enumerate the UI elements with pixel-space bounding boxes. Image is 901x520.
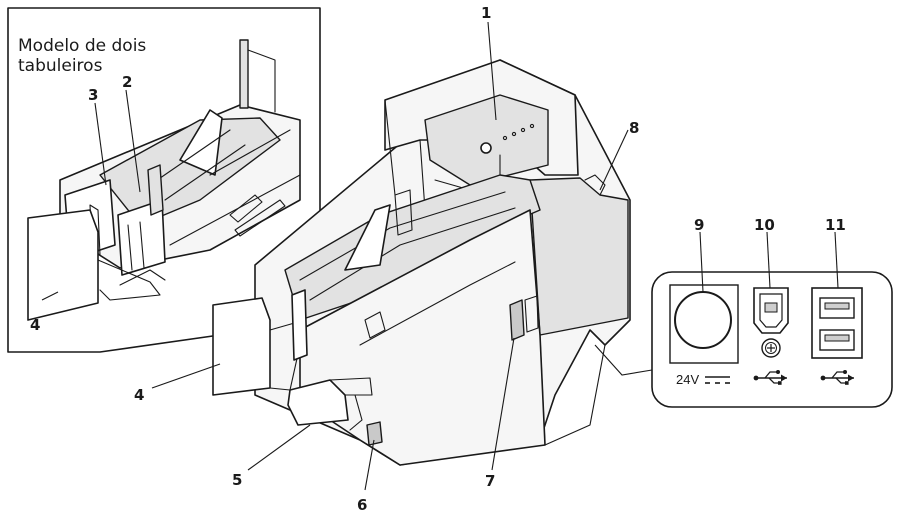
callout-2: 2 (122, 73, 132, 91)
callout-8: 8 (629, 119, 639, 137)
leader-6 (364, 439, 375, 491)
front-connector (366, 421, 383, 446)
exit-cover (212, 297, 271, 396)
power-button[interactable] (480, 142, 492, 154)
inset-two-tray-model: Modelo de dois tabuleiros (7, 7, 321, 353)
leader-7 (491, 337, 515, 471)
leader-3 (94, 102, 107, 186)
leader-11 (834, 231, 839, 289)
usb-icon (820, 370, 854, 385)
callout-10: 10 (754, 216, 775, 234)
callout-3: 3 (88, 86, 98, 104)
inset-paper-guide (179, 109, 223, 176)
callout-5: 5 (232, 471, 242, 489)
leader-2 (125, 89, 141, 193)
usb-a-ports (811, 287, 863, 359)
leader-10 (766, 231, 771, 289)
main-scanner (212, 59, 631, 466)
leader-8 (599, 129, 629, 191)
dc-voltage-icon (705, 376, 730, 384)
inset-exit-cover (27, 209, 99, 321)
callout-1: 1 (481, 4, 491, 22)
usb-icon (753, 370, 787, 385)
leader-9 (699, 231, 704, 293)
port-panel-pointer (594, 344, 653, 376)
callout-9: 9 (694, 216, 704, 234)
callout-4-inset: 4 (30, 316, 40, 334)
callout-4-main: 4 (134, 386, 144, 404)
side-cover (529, 177, 629, 336)
slot (509, 299, 525, 341)
power-jack (674, 291, 732, 349)
main-callouts: 1 8 9 10 11 4 5 6 7 (134, 4, 846, 514)
callout-7: 7 (485, 472, 495, 490)
callout-11: 11 (825, 216, 846, 234)
operation-panel (424, 94, 549, 186)
leader-1 (487, 21, 497, 121)
power-label: 24V (676, 372, 699, 387)
inset-title-line2: tabuleiros (18, 56, 103, 76)
leader-5 (247, 424, 311, 471)
inset-title-line1: Modelo de dois (18, 36, 146, 56)
ground-screw-icon (761, 338, 781, 358)
callout-6: 6 (357, 496, 367, 514)
paper-guide (344, 204, 391, 271)
inset-scanner (27, 39, 301, 321)
paper-path (284, 174, 541, 321)
usb-b-port (753, 287, 789, 334)
port-panel: 24V (594, 271, 893, 408)
leader-4-inset (41, 291, 59, 301)
leader-4-main (151, 363, 221, 389)
